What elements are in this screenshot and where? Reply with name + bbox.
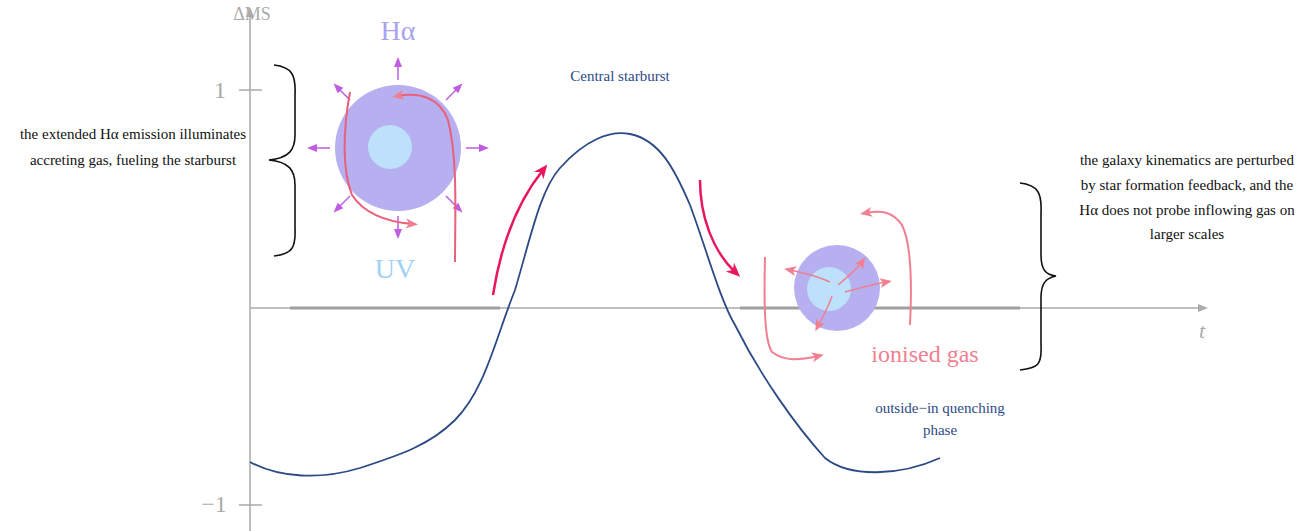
brace — [269, 65, 295, 256]
tick — [239, 504, 262, 506]
brace — [1020, 183, 1056, 370]
curve-label: outside−in quenching phase — [862, 398, 1018, 442]
baseline-segment — [290, 307, 500, 310]
annotation: the galaxy kinematics are perturbed by s… — [1071, 148, 1303, 247]
transition-arrow — [493, 170, 543, 295]
tick — [239, 89, 262, 91]
transition-arrow — [700, 180, 735, 272]
curve-label: Central starburst — [565, 66, 675, 88]
baseline-segment — [740, 307, 1020, 310]
gas-label: ionised gas — [840, 340, 1010, 369]
emission-label: Hα — [358, 14, 438, 48]
axis-label: ΔMS — [222, 4, 282, 26]
axis-label: t — [1190, 318, 1214, 344]
emission-label: UV — [355, 252, 435, 286]
tick-label: −1 — [192, 490, 236, 519]
starburst-galaxy — [312, 62, 484, 262]
tick-label: 1 — [205, 76, 235, 105]
annotation: the extended Hα emission illuminates acc… — [8, 122, 258, 173]
quenching-galaxy — [765, 212, 911, 359]
